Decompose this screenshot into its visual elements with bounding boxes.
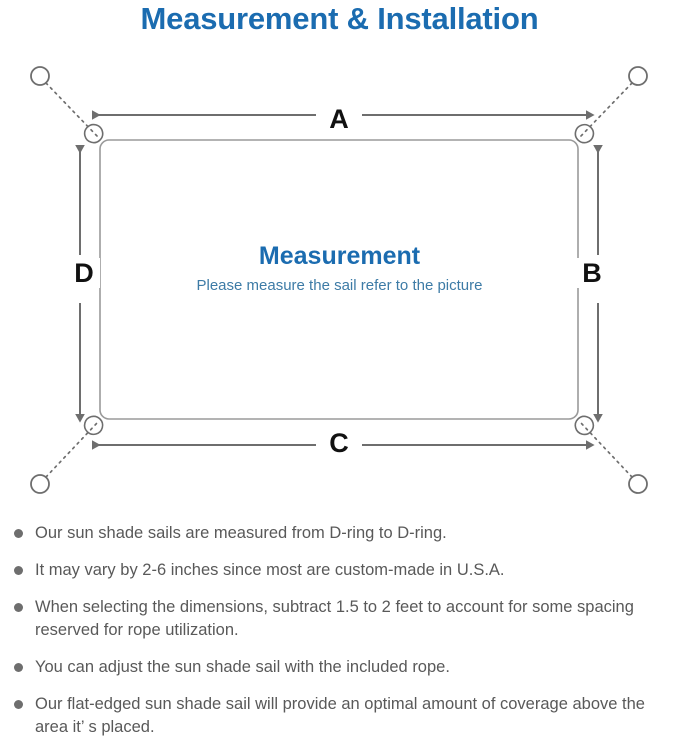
list-item: It may vary by 2-6 inches since most are… <box>14 559 665 582</box>
dotted-rope-line-top-left <box>45 82 98 137</box>
list-item: When selecting the dimensions, subtract … <box>14 596 665 642</box>
bullet-icon <box>14 529 23 538</box>
d-ring-icon-bottom-left <box>83 415 104 436</box>
dimension-label-c: C <box>322 428 356 458</box>
shade-sail-body <box>99 139 579 420</box>
list-item: You can adjust the sun shade sail with t… <box>14 656 665 679</box>
anchor-circle-icon-top-right <box>628 66 648 86</box>
dotted-rope-line-top-right <box>580 82 633 137</box>
dotted-rope-line-bottom-right <box>580 422 633 478</box>
dotted-rope-line-bottom-left <box>45 422 98 478</box>
bullet-icon <box>14 663 23 672</box>
list-item-text: Our sun shade sails are measured from D-… <box>35 524 447 542</box>
list-item-text: It may vary by 2-6 inches since most are… <box>35 561 505 579</box>
dimension-label-b: B <box>577 258 607 288</box>
dimension-label-a: A <box>322 104 356 134</box>
bullet-icon <box>14 566 23 575</box>
notes-list: Our sun shade sails are measured from D-… <box>0 522 679 753</box>
list-item: Our flat-edged sun shade sail will provi… <box>14 693 665 739</box>
list-item-text: You can adjust the sun shade sail with t… <box>35 658 450 676</box>
anchor-circle-icon-bottom-left <box>30 474 50 494</box>
sail-measurement-diagram: A B C D Measurement Please measure the s… <box>0 50 679 510</box>
dimension-label-d: D <box>68 258 100 288</box>
page-title: Measurement & Installation <box>140 1 539 36</box>
bullet-icon <box>14 700 23 709</box>
anchor-circle-icon-top-left <box>30 66 50 86</box>
list-item-text: Our flat-edged sun shade sail will provi… <box>35 695 645 736</box>
d-ring-icon-top-right <box>574 123 595 144</box>
bullet-icon <box>14 603 23 612</box>
list-item-text: When selecting the dimensions, subtract … <box>35 598 634 639</box>
anchor-circle-icon-bottom-right <box>628 474 648 494</box>
list-item: Our sun shade sails are measured from D-… <box>14 522 665 545</box>
